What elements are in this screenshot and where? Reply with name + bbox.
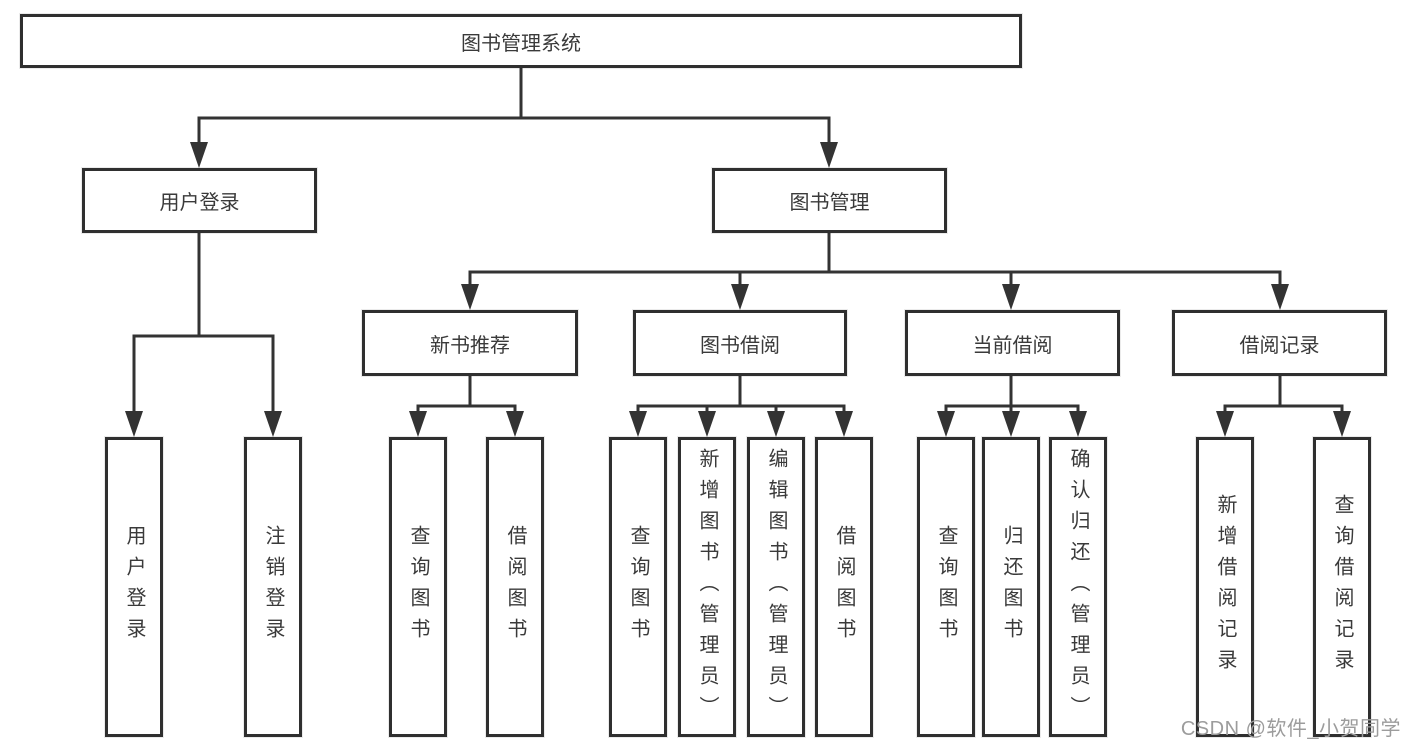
leaf-label: 查询图书	[627, 525, 649, 649]
leaf-confirm-return-admin: 确认归还（管理员）	[1049, 437, 1107, 737]
node-user-login: 用户登录	[82, 168, 317, 233]
leaf-return-books: 归还图书	[982, 437, 1040, 737]
node-book-management: 图书管理	[712, 168, 947, 233]
leaf-label: 注销登录	[262, 525, 284, 649]
leaf-borrow-books: 借阅图书	[815, 437, 873, 737]
leaf-user-login: 用户登录	[105, 437, 163, 737]
leaf-label: 借阅图书	[833, 525, 855, 649]
node-library-management-system: 图书管理系统	[20, 14, 1022, 68]
leaf-label: 查询图书	[935, 525, 957, 649]
node-label: 新书推荐	[430, 334, 510, 357]
node-current-borrowing: 当前借阅	[905, 310, 1120, 376]
leaf-query-books-recommend: 查询图书	[389, 437, 447, 737]
node-book-borrowing: 图书借阅	[633, 310, 847, 376]
leaf-label: 确认归还（管理员）	[1067, 447, 1089, 727]
leaf-add-borrow-record: 新增借阅记录	[1196, 437, 1254, 737]
leaf-label: 查询图书	[407, 525, 429, 649]
leaf-query-borrow-record: 查询借阅记录	[1313, 437, 1371, 737]
leaf-logout: 注销登录	[244, 437, 302, 737]
leaf-label: 编辑图书（管理员）	[765, 447, 787, 727]
leaf-label: 用户登录	[123, 525, 145, 649]
arrowheads	[125, 142, 1351, 437]
leaf-add-books-admin: 新增图书（管理员）	[678, 437, 736, 737]
leaf-label: 查询借阅记录	[1331, 494, 1353, 680]
leaf-query-books-borrow: 查询图书	[609, 437, 667, 737]
node-new-book-recommend: 新书推荐	[362, 310, 578, 376]
leaf-label: 新增图书（管理员）	[696, 447, 718, 727]
leaf-query-books-current: 查询图书	[917, 437, 975, 737]
node-label: 借阅记录	[1239, 334, 1320, 357]
leaf-borrow-books-recommend: 借阅图书	[486, 437, 544, 737]
node-label: 图书管理系统	[461, 32, 581, 55]
leaf-edit-books-admin: 编辑图书（管理员）	[747, 437, 805, 737]
leaf-label: 新增借阅记录	[1214, 494, 1236, 680]
node-label: 用户登录	[159, 192, 240, 214]
node-label: 图书管理	[789, 192, 870, 214]
csdn-watermark: CSDN @软件_小贺同学	[1180, 718, 1401, 740]
node-label: 当前借阅	[972, 334, 1053, 357]
node-label: 图书借阅	[700, 334, 780, 357]
node-borrowing-records: 借阅记录	[1172, 310, 1387, 376]
leaf-label: 归还图书	[1000, 525, 1022, 649]
leaf-label: 借阅图书	[504, 525, 526, 649]
